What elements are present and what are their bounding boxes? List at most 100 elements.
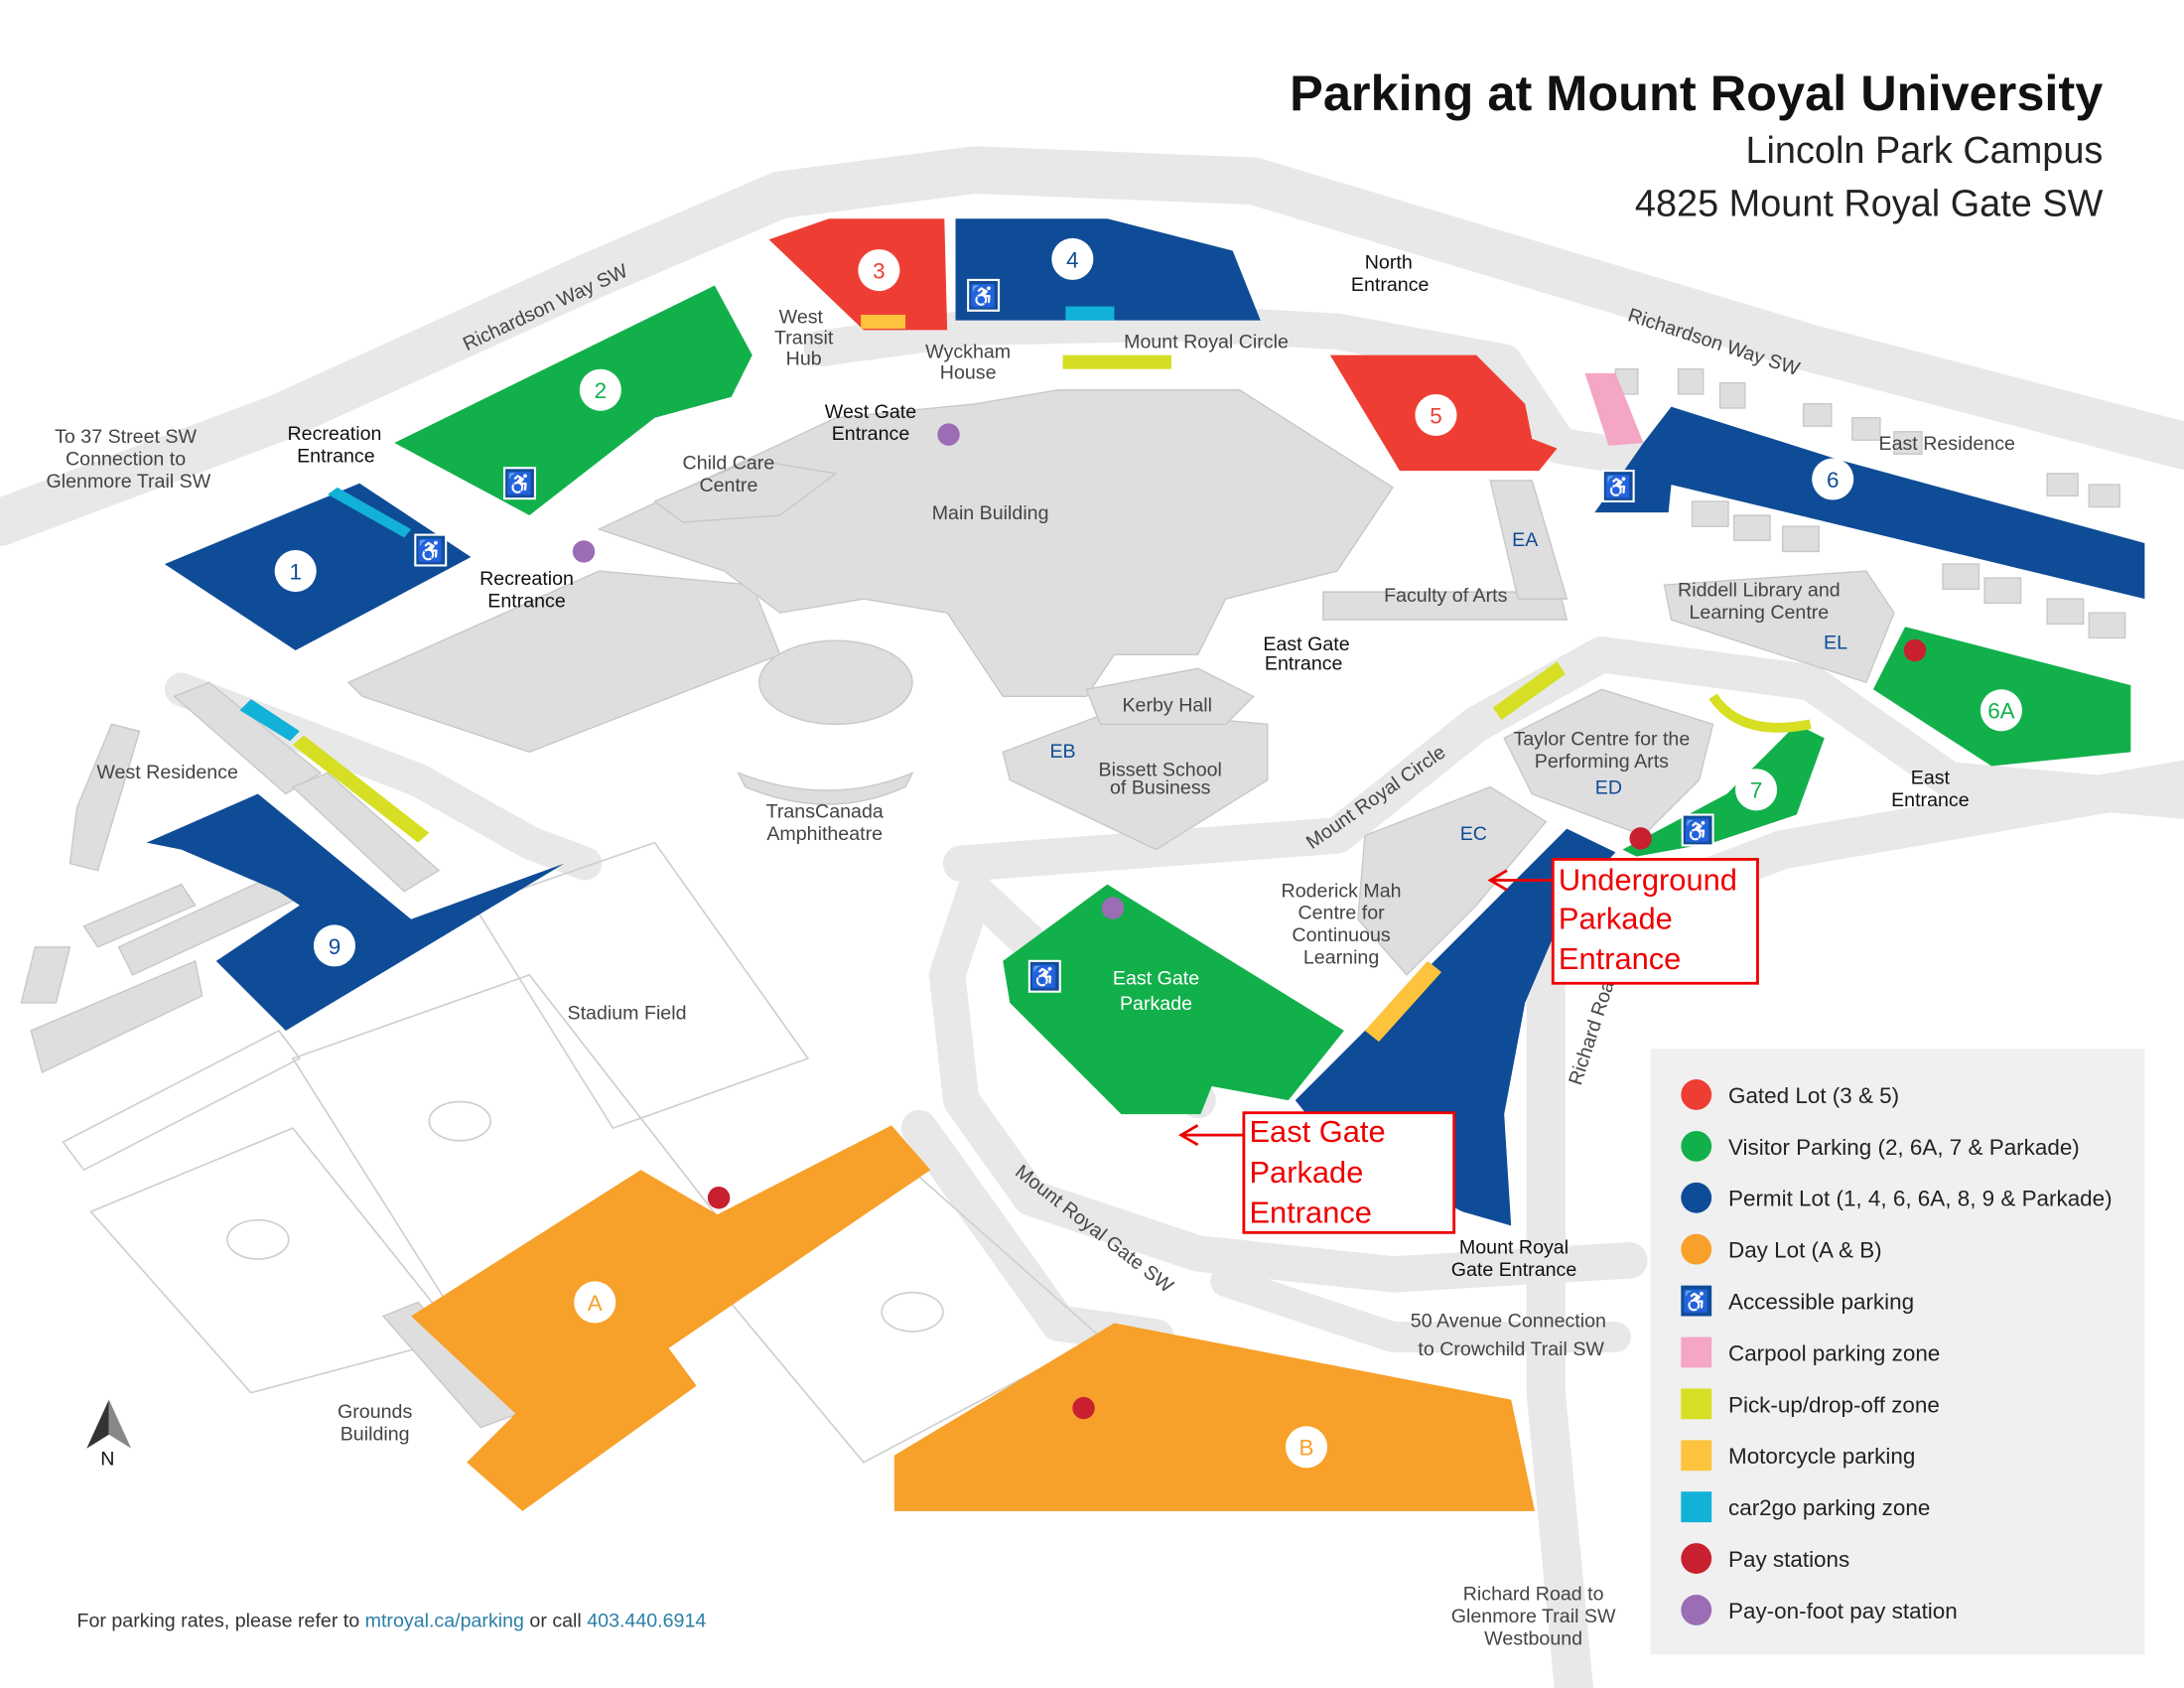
legend-label: Pay stations [1728, 1547, 1849, 1572]
lot-7[interactable] [1622, 724, 1825, 857]
label-richard-road-glenmore: Westbound [1484, 1628, 1582, 1650]
label-west-transit-hub: Hub [786, 348, 822, 369]
label-eb: EB [1049, 741, 1075, 763]
pay-stations [572, 423, 1927, 1420]
label-richard-road-glenmore: Richard Road to [1463, 1584, 1604, 1606]
callout-underground-parkade-entrance: Underground Parkade Entrance [1487, 858, 1759, 985]
legend-swatch-icon [1681, 1440, 1712, 1472]
label-to37: Glenmore Trail SW [46, 471, 210, 492]
legend-label: Visitor Parking (2, 6A, 7 & Parkade) [1728, 1135, 2080, 1160]
legend-item: Pick-up/drop-off zone [1681, 1388, 1940, 1420]
legend-item: Motorcycle parking [1681, 1440, 1915, 1472]
pay-on-foot-marker [572, 540, 596, 563]
phone-link[interactable]: 403.440.6914 [587, 1610, 706, 1631]
motorcycle-zone [861, 314, 906, 330]
legend-label: Accessible parking [1728, 1289, 1914, 1314]
lot-6[interactable] [1594, 406, 2145, 600]
svg-text:♿: ♿ [1683, 1288, 1710, 1314]
wheelchair-icon: ♿ [503, 467, 536, 500]
label-roderick-mah: Roderick Mah [1282, 880, 1402, 902]
label-east-gate-parkade: East Gate [1113, 968, 1199, 990]
legend-circle-icon [1681, 1182, 1712, 1213]
campus-address: 4825 Mount Royal Gate SW [1635, 183, 2104, 224]
car2go-zone [327, 487, 412, 538]
legend-circle-icon [1681, 1130, 1712, 1162]
pickup-zone [292, 735, 430, 843]
legend-swatch-icon [1681, 1388, 1712, 1420]
street-label: Richard Road [1565, 968, 1622, 1088]
callout-text: Parkade [1249, 1155, 1363, 1190]
label-transcanada-amphitheatre: Amphitheatre [766, 823, 883, 845]
label-east-entrance: Entrance [1891, 789, 1970, 811]
legend-item: Day Lot (A & B) [1681, 1233, 1882, 1265]
label-wyckham-house: House [940, 362, 997, 384]
label-west-transit-hub: Transit [774, 327, 834, 349]
label-west-gate-entrance: Entrance [832, 423, 910, 445]
label-east-entrance: East [1911, 768, 1951, 789]
legend-label: Pick-up/drop-off zone [1728, 1392, 1940, 1417]
street-label: Mount Royal Circle [1124, 332, 1289, 353]
east-gate-parkade[interactable] [1003, 884, 1344, 1115]
lot-3-number: 3 [873, 259, 885, 284]
label-kerby-hall: Kerby Hall [1122, 695, 1212, 717]
lot-b[interactable] [893, 1323, 1536, 1511]
lot-badges: 1 2 3 4 5 6 6A 7 9 A B [274, 237, 2022, 1469]
parking-link[interactable]: mtroyal.ca/parking [365, 1610, 524, 1631]
label-west-residence: West Residence [96, 762, 238, 783]
north-label: N [100, 1449, 114, 1471]
lot-9[interactable] [146, 793, 565, 1031]
label-taylor-centre: Taylor Centre for the [1513, 728, 1690, 750]
label-recreation-entrance: Entrance [487, 591, 566, 613]
svg-text:♿: ♿ [1030, 964, 1058, 990]
label-transcanada-amphitheatre: TransCanada [766, 800, 884, 822]
label-ea: EA [1512, 529, 1539, 551]
footer-text: or call [524, 1610, 587, 1631]
label-riddell-library: Learning Centre [1689, 602, 1829, 624]
legend-label: Permit Lot (1, 4, 6, 6A, 8, 9 & Parkade) [1728, 1187, 2113, 1211]
callout-text: Entrance [1559, 941, 1681, 976]
label-faculty-of-arts: Faculty of Arts [1384, 585, 1508, 607]
label-child-care: Child Care [683, 453, 775, 475]
label-recreation-entrance: Recreation [288, 423, 382, 445]
parking-lots [146, 218, 2145, 1511]
pay-on-foot-marker [937, 423, 960, 446]
lot-5-number: 5 [1430, 403, 1441, 428]
svg-text:♿: ♿ [506, 471, 534, 496]
label-to37: Connection to [66, 448, 186, 470]
legend-label: Carpool parking zone [1728, 1340, 1940, 1365]
car2go-zone [239, 699, 300, 742]
wheelchair-icon: ♿ [1681, 813, 1714, 847]
lot-4[interactable] [955, 218, 1261, 321]
label-roderick-mah: Continuous [1292, 924, 1390, 946]
svg-text:♿: ♿ [1684, 817, 1711, 843]
wheelchair-icon [1681, 1285, 1712, 1317]
pay-station-marker [1629, 827, 1652, 850]
legend-swatch-icon [1681, 1336, 1712, 1368]
map-title: Parking at Mount Royal University Lincol… [1290, 65, 2103, 225]
roads [0, 146, 2184, 1688]
label-mount-royal-gate-entrance: Mount Royal [1459, 1236, 1569, 1258]
north-arrow-icon: N [86, 1399, 132, 1471]
legend-label: Gated Lot (3 & 5) [1728, 1083, 1899, 1108]
label-east-gate-entrance: Entrance [1265, 653, 1343, 675]
label-grounds-building: Building [341, 1423, 410, 1445]
label-west-transit-hub: West [779, 306, 824, 328]
pay-on-foot-marker [1101, 897, 1125, 919]
lot-4-number: 4 [1066, 247, 1078, 272]
lot-3[interactable] [768, 218, 948, 331]
footer-text: For parking rates, please refer to [76, 1610, 364, 1631]
lot-a[interactable] [411, 1125, 931, 1511]
pickup-zone [1492, 661, 1566, 721]
label-west-gate-entrance: West Gate [825, 401, 916, 423]
legend-circle-icon [1681, 1079, 1712, 1110]
lot-2[interactable] [394, 285, 752, 515]
footer-note: For parking rates, please refer to mtroy… [76, 1610, 706, 1631]
legend-item: Gated Lot (3 & 5) [1681, 1079, 1899, 1110]
callout-text: East Gate [1249, 1114, 1385, 1149]
lot-1[interactable] [164, 483, 472, 651]
motorcycle-zone [1364, 960, 1442, 1043]
legend-label: Day Lot (A & B) [1728, 1238, 1882, 1263]
callout-east-gate-parkade-entrance: East Gate Parkade Entrance [1177, 1111, 1456, 1234]
pay-station-marker [1903, 638, 1927, 662]
